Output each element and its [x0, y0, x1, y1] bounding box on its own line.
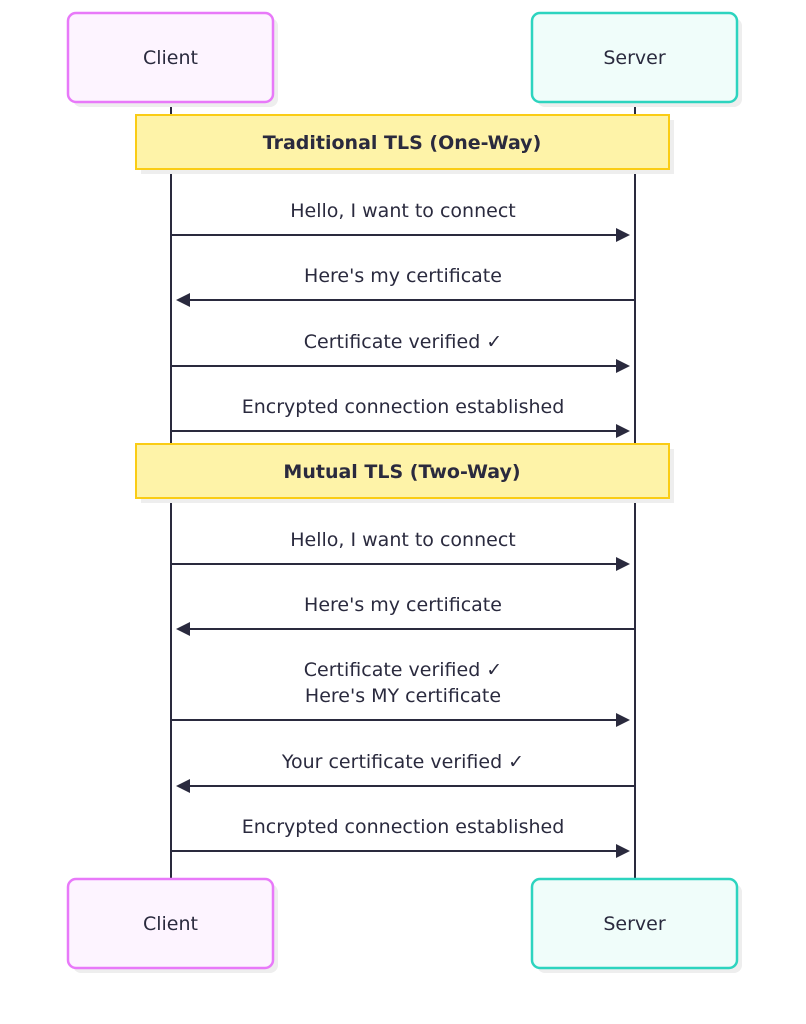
server-actor-box-top[interactable]	[530, 11, 739, 104]
section-note-label: Mutual TLS (Two-Way)	[283, 461, 520, 483]
arrowhead-icon	[176, 622, 190, 636]
message-label: Here's my certificate	[304, 594, 502, 616]
message-label: Here's MY certificate	[305, 685, 501, 707]
server-actor-label-top: Server	[603, 47, 665, 69]
message-label: Certificate verified ✓	[304, 331, 502, 353]
client-actor-label-bottom: Client	[143, 913, 198, 935]
arrowhead-icon	[616, 424, 630, 438]
arrowhead-icon	[176, 779, 190, 793]
arrowhead-icon	[616, 359, 630, 373]
arrowhead-icon	[616, 228, 630, 242]
client-actor-box-top[interactable]	[66, 11, 275, 104]
server-actor-label-bottom: Server	[603, 913, 665, 935]
section-note-label: Traditional TLS (One-Way)	[263, 132, 542, 154]
message-label: Your certificate verified ✓	[281, 751, 524, 773]
server-actor-box-bottom[interactable]	[530, 877, 739, 970]
message-label: Here's my certificate	[304, 265, 502, 287]
message-label: Encrypted connection established	[242, 396, 565, 418]
message-label: Encrypted connection established	[242, 816, 565, 838]
arrowhead-icon	[616, 844, 630, 858]
message-label: Hello, I want to connect	[290, 200, 515, 222]
client-actor-box-bottom[interactable]	[66, 877, 275, 970]
section-note	[135, 443, 670, 499]
message-label: Hello, I want to connect	[290, 529, 515, 551]
arrowhead-icon	[616, 557, 630, 571]
section-note	[135, 114, 670, 170]
client-actor-label-top: Client	[143, 47, 198, 69]
message-label: Certificate verified ✓	[304, 659, 502, 681]
arrowhead-icon	[616, 713, 630, 727]
arrowhead-icon	[176, 293, 190, 307]
